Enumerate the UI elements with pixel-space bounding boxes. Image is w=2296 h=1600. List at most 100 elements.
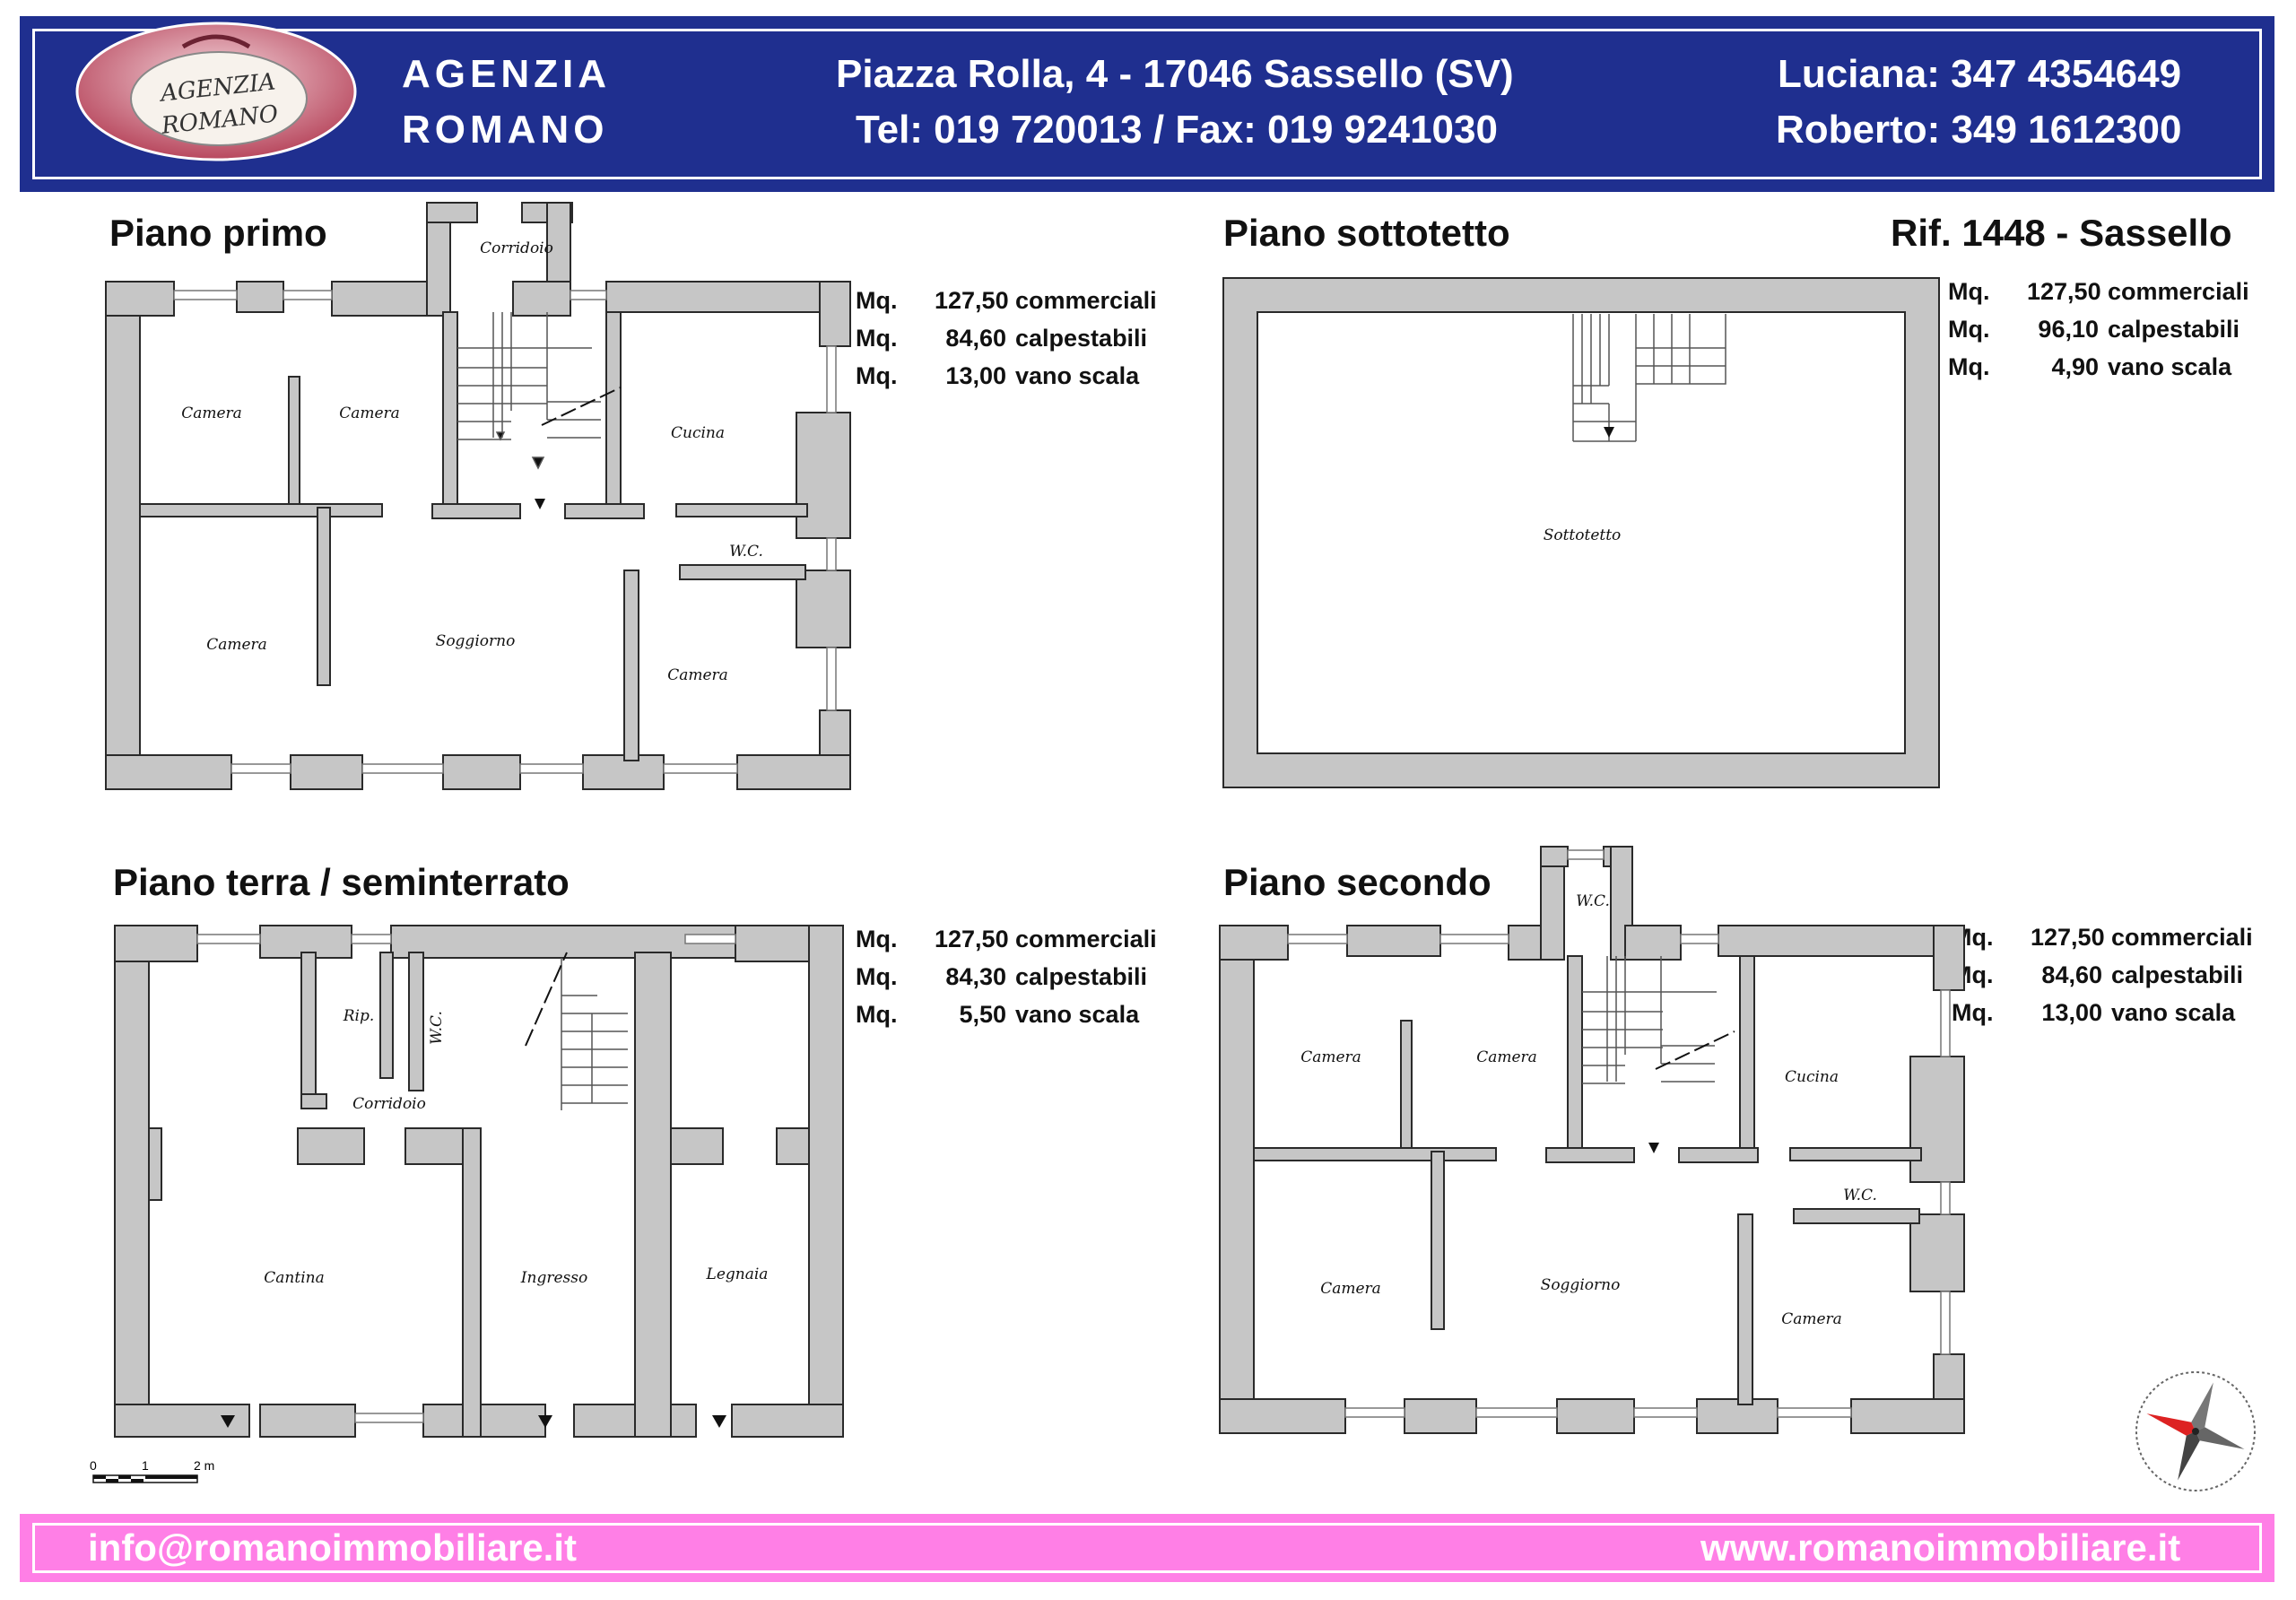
- room-cantina: Cantina: [264, 1269, 324, 1287]
- compass-rose-icon: [2135, 1371, 2256, 1491]
- entry-arrow-icon: [538, 1415, 552, 1428]
- reference-code: Rif. 1448 - Sassello: [1891, 212, 2232, 254]
- scale-bar: 0 1 2 m: [90, 1458, 214, 1483]
- plan-walls: [105, 202, 851, 790]
- room-camera-tm: Camera: [1476, 1048, 1537, 1066]
- entry-arrow-icon: [712, 1415, 726, 1428]
- stat-desc: vano scala: [2111, 999, 2236, 1026]
- scale-label-0: 0: [90, 1458, 97, 1473]
- stat-desc: commerciali: [1015, 926, 1157, 952]
- stat-label: Mq.: [1948, 353, 1990, 380]
- room-wc: W.C.: [1843, 1187, 1877, 1204]
- stat-label: Mq.: [1952, 999, 1994, 1026]
- stat-value: 84,60: [945, 325, 1006, 352]
- staircase: [457, 312, 622, 470]
- room-camera-tl: Camera: [181, 404, 242, 422]
- header-banner: [20, 16, 2274, 192]
- stat-value: 127,50: [935, 287, 1009, 314]
- agency-name-1: AGENZIA: [402, 52, 611, 96]
- room-sottotetto: Sottotetto: [1544, 526, 1622, 544]
- stat-desc: calpestabili: [1015, 963, 1148, 990]
- room-wc-top: W.C.: [1576, 892, 1610, 910]
- stat-value: 5,50: [959, 1001, 1006, 1028]
- entry-arrow-icon: [221, 1415, 235, 1428]
- room-cucina: Cucina: [1785, 1068, 1839, 1086]
- stat-value: 96,10: [2038, 316, 2099, 343]
- stat-desc: commerciali: [2111, 924, 2253, 951]
- agency-tel-fax: Tel: 019 720013 / Fax: 019 9241030: [856, 108, 1498, 152]
- title-piano-secondo: Piano secondo: [1223, 861, 1492, 903]
- stat-label: Mq.: [856, 325, 898, 352]
- room-camera-br: Camera: [667, 666, 728, 684]
- title-piano-sottotetto: Piano sottotetto: [1223, 212, 1510, 254]
- title-piano-primo: Piano primo: [109, 212, 327, 254]
- stat-label: Mq.: [856, 362, 898, 389]
- plan-piano-sottotetto: Sottotetto: [1222, 277, 1940, 788]
- header-frame: [32, 29, 2262, 179]
- room-corridoio: Corridoio: [352, 1095, 426, 1113]
- room-soggiorno: Soggiorno: [1541, 1276, 1621, 1294]
- room-wc: W.C.: [428, 1011, 446, 1045]
- stat-value: 84,30: [945, 963, 1006, 990]
- room-camera-bl: Camera: [1320, 1280, 1381, 1298]
- footer-website-link[interactable]: www.romanoimmobiliare.it: [1700, 1526, 2181, 1569]
- room-wc: W.C.: [729, 543, 763, 561]
- footer-email-link[interactable]: info@romanoimmobiliare.it: [88, 1526, 577, 1569]
- plan-piano-primo: Corridoio Camera Camera Cucina W.C. Came…: [105, 202, 851, 790]
- window-openings: [1287, 849, 1951, 1418]
- staircase: [1572, 314, 1726, 442]
- stat-value: 13,00: [945, 362, 1006, 389]
- stat-value: 127,50: [2031, 924, 2105, 951]
- stair-arrow-icon: [1604, 427, 1614, 438]
- room-camera-br: Camera: [1781, 1310, 1842, 1328]
- stat-desc: commerciali: [1015, 287, 1157, 314]
- stat-value: 127,50: [935, 926, 1009, 952]
- room-cucina: Cucina: [671, 424, 725, 442]
- room-camera-tl: Camera: [1300, 1048, 1361, 1066]
- stair-arrow-icon: [1648, 1143, 1659, 1153]
- stat-label: Mq.: [856, 287, 898, 314]
- stat-label: Mq.: [1948, 316, 1990, 343]
- stat-value: 13,00: [2041, 999, 2102, 1026]
- plan-piano-terra: Rip. W.C. Corridoio Cantina Ingresso Leg…: [114, 925, 844, 1438]
- agency-address: Piazza Rolla, 4 - 17046 Sassello (SV): [836, 52, 1514, 96]
- room-rip: Rip.: [343, 1007, 375, 1025]
- scale-label-2: 2 m: [194, 1458, 214, 1473]
- stat-desc: vano scala: [1015, 1001, 1140, 1028]
- plan-walls: [1219, 846, 1965, 1434]
- room-camera-bl: Camera: [206, 636, 267, 654]
- stat-desc: calpestabili: [1015, 325, 1148, 352]
- room-legnaia: Legnaia: [706, 1265, 769, 1283]
- plan-piano-secondo: W.C. Camera Camera Cucina W.C. Camera So…: [1219, 846, 1965, 1434]
- stat-row: Mq. 13,00 vano scala: [1952, 994, 2253, 1031]
- contact-luciana: Luciana: 347 4354649: [1778, 52, 2182, 96]
- stat-value: 4,90: [2051, 353, 2099, 380]
- stat-desc: calpestabili: [2111, 961, 2244, 988]
- staircase: [1582, 956, 1735, 1084]
- stat-value: 84,60: [2041, 961, 2102, 988]
- stat-row: Mq. 96,10 calpestabili: [1948, 310, 2249, 348]
- contact-roberto: Roberto: 349 1612300: [1776, 108, 2182, 152]
- title-piano-terra: Piano terra / seminterrato: [113, 861, 570, 903]
- room-corridoio: Corridoio: [480, 239, 553, 257]
- agency-logo: AGENZIA ROMANO: [75, 22, 357, 161]
- agency-name-2: ROMANO: [402, 108, 609, 152]
- stair-arrow-icon: [535, 499, 545, 509]
- scale-label-1: 1: [142, 1458, 149, 1473]
- stat-desc: calpestabili: [2108, 316, 2240, 343]
- stat-label: Mq.: [856, 926, 898, 952]
- stat-desc: commerciali: [2108, 278, 2249, 305]
